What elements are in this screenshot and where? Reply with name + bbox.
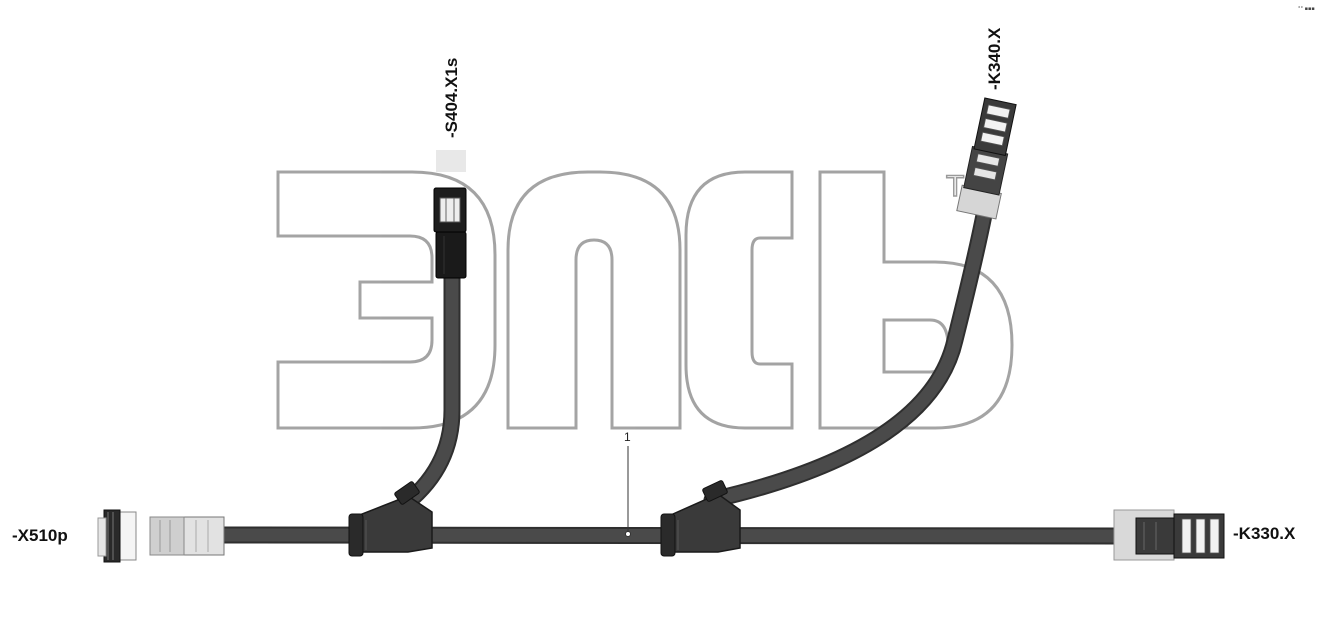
watermark-letter-1 xyxy=(276,170,497,430)
callout-1: 1 xyxy=(624,430,631,537)
callout-number: 1 xyxy=(624,430,631,444)
connector-x510p xyxy=(97,509,225,563)
watermark-letter-3 xyxy=(684,170,794,430)
branch-cable-s404 xyxy=(391,263,461,517)
connector-s404 xyxy=(433,150,467,279)
junction-right xyxy=(660,480,741,557)
label-k340: -K340.X xyxy=(985,27,1004,90)
label-x510p: -X510p xyxy=(12,526,68,545)
cables xyxy=(211,206,1129,545)
watermark-letter-2 xyxy=(506,170,682,430)
label-s404: -S404.X1s xyxy=(442,58,461,138)
corner-mark: °° ▪▪▪ xyxy=(1298,6,1315,12)
junction-left xyxy=(348,481,433,557)
callout-dot xyxy=(625,531,631,537)
label-k330: -K330.X xyxy=(1233,524,1296,543)
watermark-logo xyxy=(276,170,1014,430)
connector-k340 xyxy=(956,97,1017,220)
connector-k330 xyxy=(1113,509,1225,561)
